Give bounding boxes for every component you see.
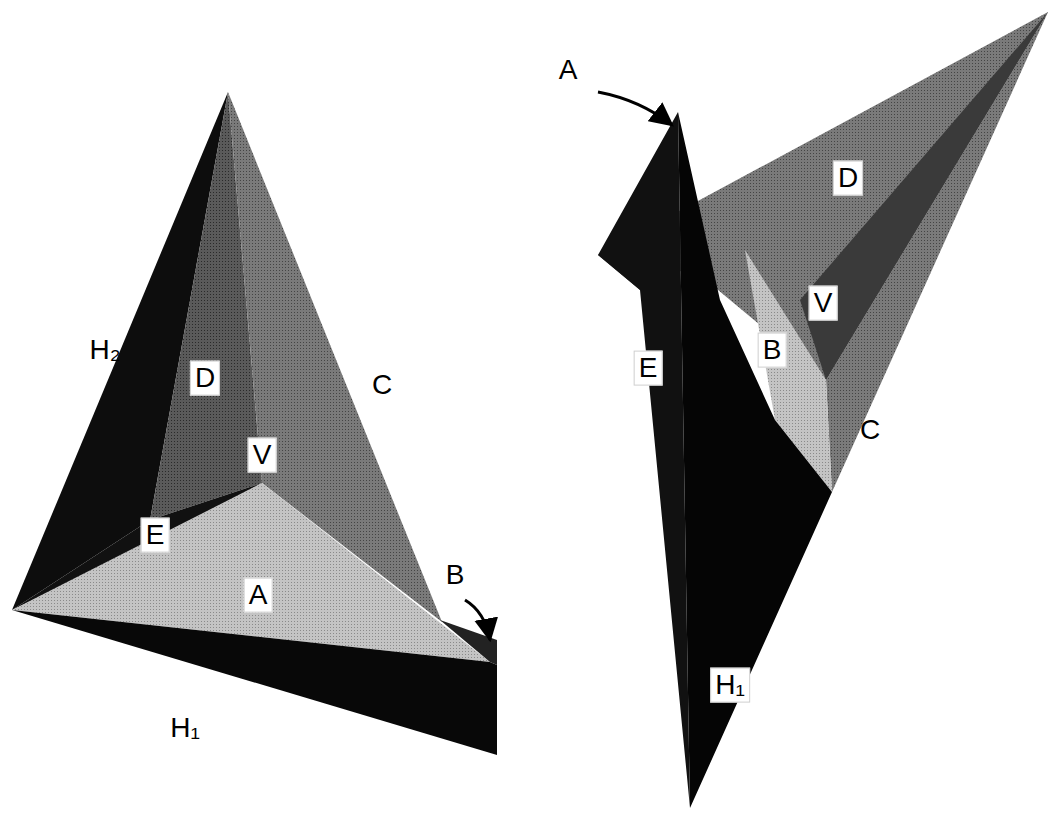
face-b (440, 620, 497, 665)
face-label: H₂ (85, 334, 124, 367)
face-label: A (244, 578, 273, 613)
face-e (598, 112, 690, 808)
face-h1 (678, 112, 832, 808)
face-label: B (442, 559, 469, 592)
face-label: D (190, 361, 220, 396)
face-label: E (141, 518, 170, 553)
face-label: H₁ (166, 712, 204, 745)
face-label: H₁ (710, 668, 750, 703)
face-h1 (12, 610, 497, 755)
left-polyhedron (12, 92, 497, 755)
face-label: D (833, 161, 863, 196)
face-v (800, 12, 1048, 380)
pointer-arrow (465, 600, 490, 640)
face-label: E (634, 351, 663, 386)
face-label: C (368, 369, 396, 402)
right-polyhedron (598, 12, 1048, 808)
face-label: A (555, 54, 582, 87)
face-label: V (809, 286, 838, 321)
face-label: V (248, 438, 277, 473)
pointer-arrow (598, 92, 672, 125)
face-a (12, 483, 490, 662)
face-label: B (758, 333, 787, 368)
face-label: C (856, 414, 884, 447)
